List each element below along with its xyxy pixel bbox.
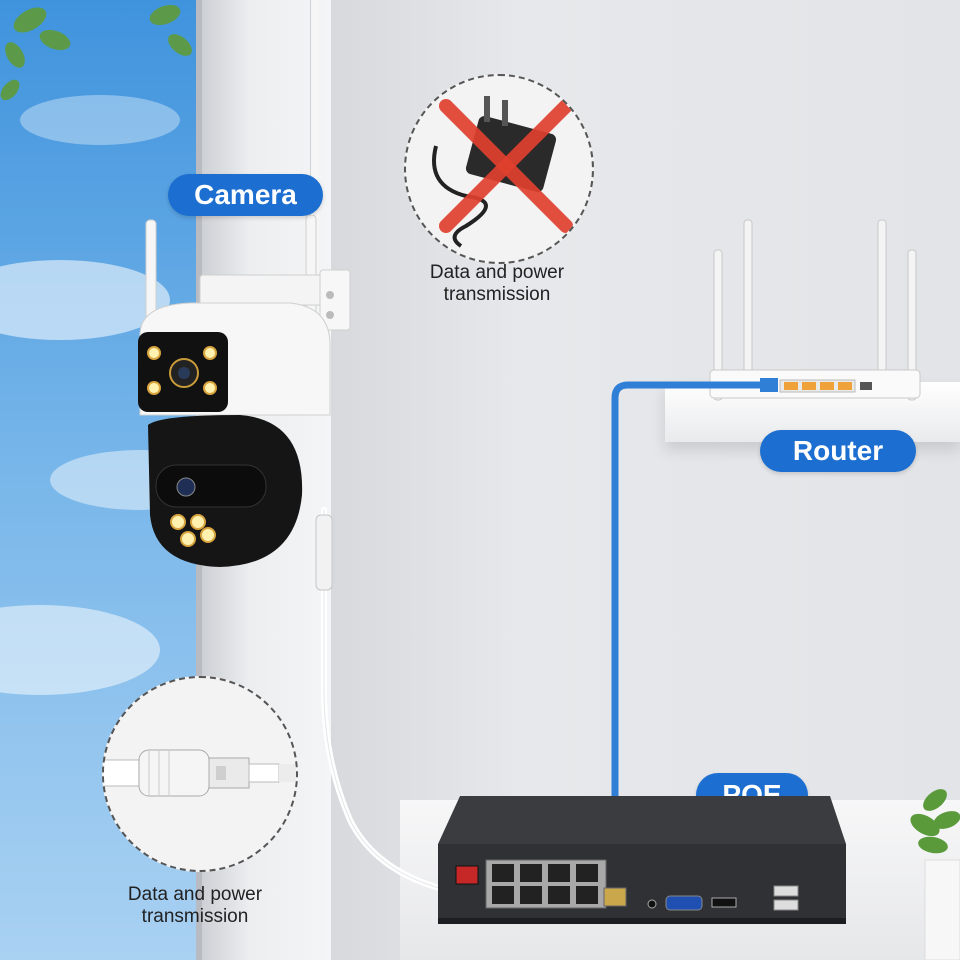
ptz-camera: [138, 215, 351, 567]
bottom-caption-line1: Data and power: [127, 884, 263, 905]
red-cross-icon: [439, 99, 573, 233]
top-caption-line2: transmission: [443, 284, 551, 305]
tree-leaves: [0, 4, 192, 101]
top-caption-line1: Data and power: [429, 262, 565, 283]
router: [709, 219, 921, 401]
waterproof-connector-icon: [104, 749, 296, 797]
connector-callout: [102, 676, 298, 872]
bottom-caption-line2: transmission: [141, 906, 249, 927]
bottom-caption: Data and power transmission: [95, 884, 295, 928]
mount-pole: [310, 0, 319, 280]
potted-plant: [910, 789, 960, 960]
power-adapter-callout: [404, 74, 594, 264]
poe-nvr: [438, 796, 846, 924]
camera-label: Camera: [168, 174, 323, 216]
router-label: Router: [760, 430, 916, 472]
top-caption: Data and power transmission: [397, 262, 597, 306]
